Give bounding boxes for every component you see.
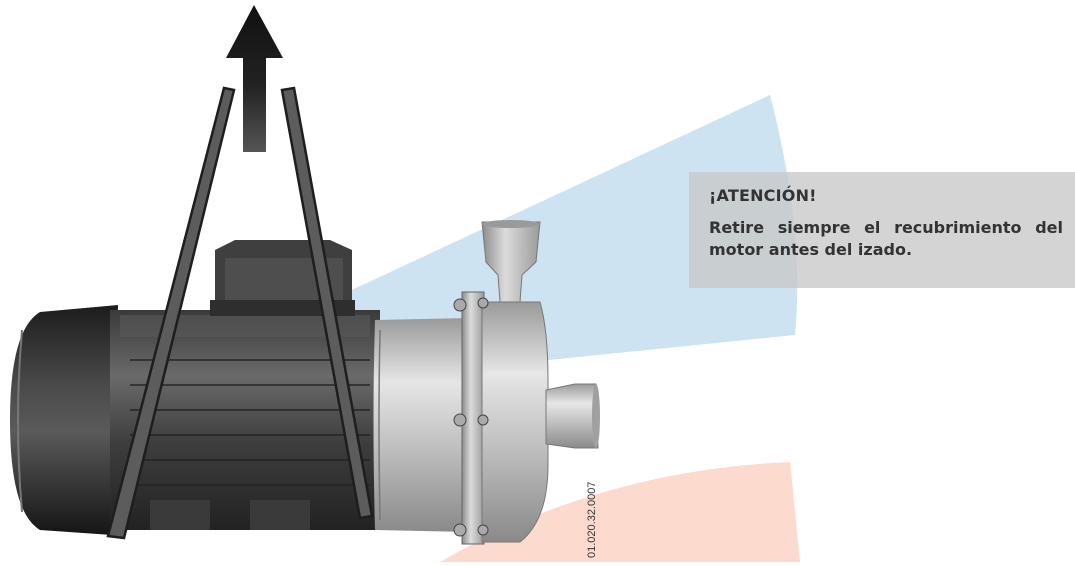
pump-casing: [373, 318, 470, 532]
notice-text: Retire siempre el recubrimiento del moto…: [709, 218, 1063, 259]
pump-volute: [481, 301, 549, 543]
attention-notice: ¡ATENCIÓN! Retire siempre el recubrimien…: [689, 172, 1075, 288]
watermark-orange-sector: [440, 462, 800, 562]
flange-bolts: [453, 297, 489, 537]
lifting-straps: [106, 86, 374, 540]
motor-end-cap: [10, 305, 118, 535]
drawing-code: 01.020.32.0007: [586, 481, 598, 558]
discharge-nozzle: [481, 221, 541, 303]
motor-foot: [150, 500, 210, 530]
notice-title: ¡ATENCIÓN!: [709, 186, 817, 205]
lift-arrow-icon: [226, 5, 283, 152]
suction-nozzle: [545, 383, 599, 449]
